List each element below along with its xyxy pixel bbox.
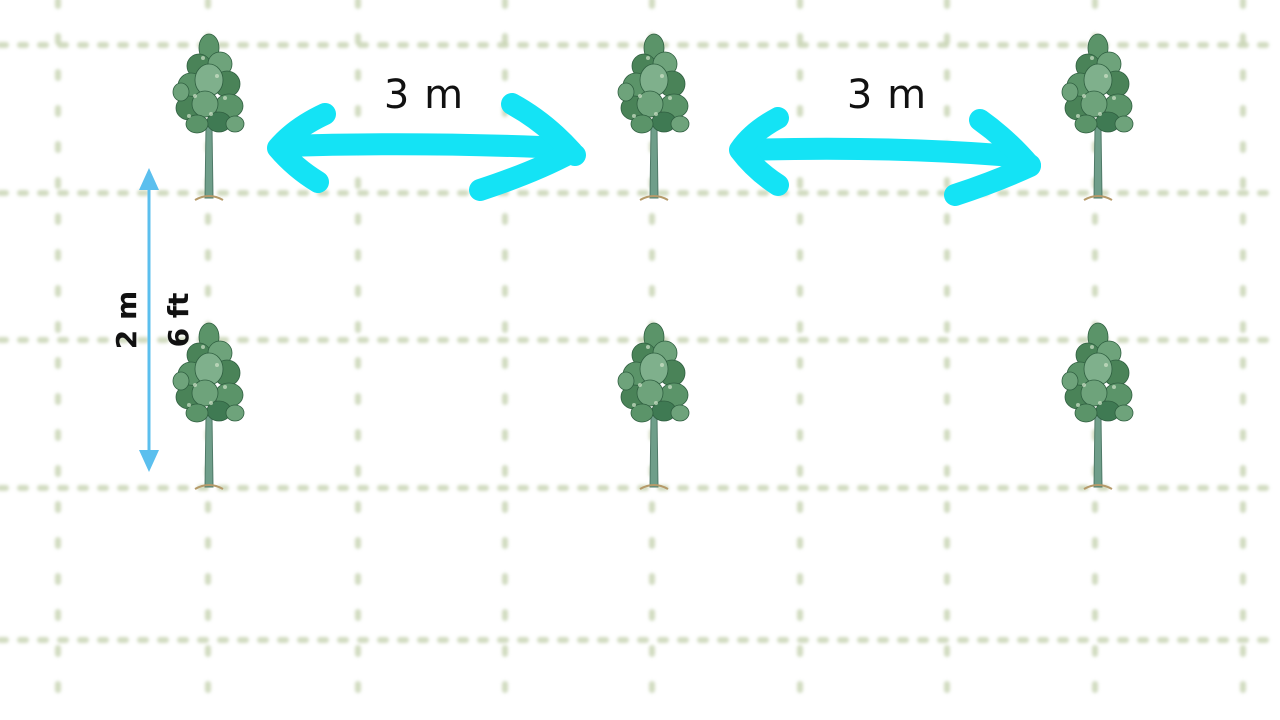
- tree-icon: [1061, 33, 1134, 201]
- double-arrow-vertical-icon: [139, 168, 159, 472]
- vertical-spacing-metric-label: 2 m: [110, 291, 143, 349]
- horizontal-spacing-arrow-left: [267, 93, 586, 201]
- tree-icon: [617, 33, 690, 201]
- double-arrow-horizontal-icon: [267, 93, 586, 201]
- tree-grid: [172, 33, 1134, 490]
- tree-icon: [617, 322, 690, 490]
- vertical-spacing-imperial-label: 6 ft: [162, 293, 195, 348]
- horizontal-spacing-label: 3 m: [847, 72, 927, 118]
- horizontal-spacing-arrow-right: [729, 107, 1041, 206]
- tree-icon: [172, 33, 245, 201]
- tree-icon: [1061, 322, 1134, 490]
- vertical-spacing-arrow: [139, 168, 159, 472]
- double-arrow-horizontal-icon: [729, 107, 1041, 206]
- horizontal-spacing-label: 3 m: [384, 72, 464, 118]
